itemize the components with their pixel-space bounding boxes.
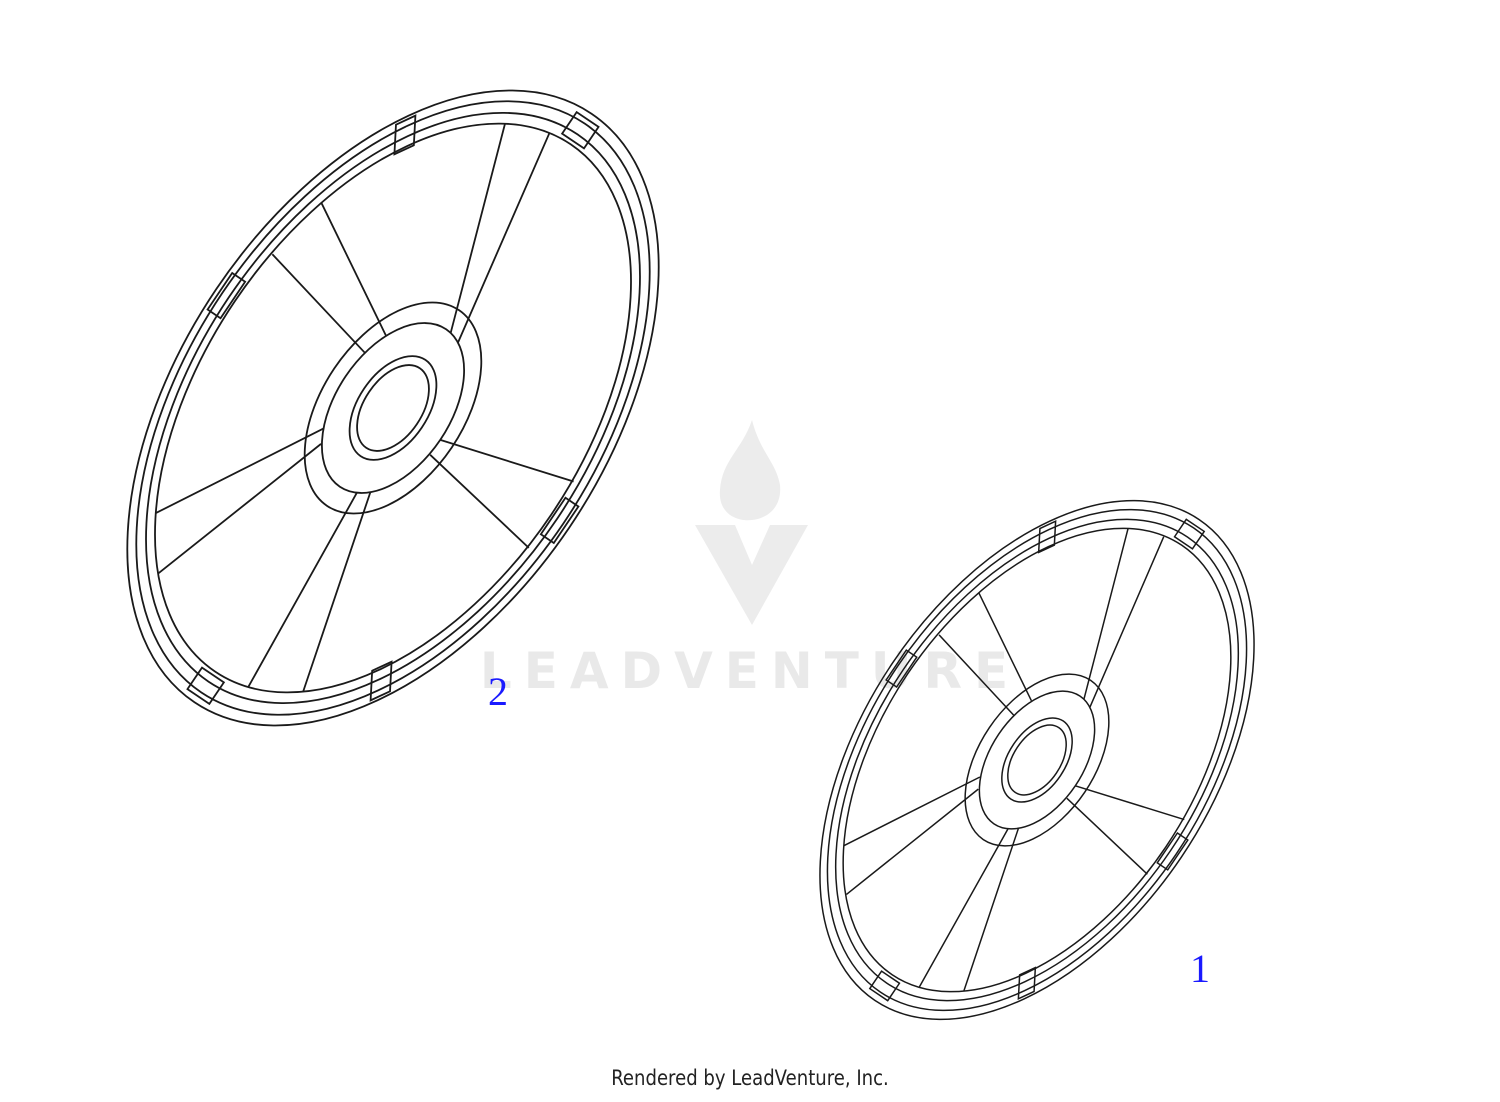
callout-2[interactable]: 2 [488, 669, 508, 714]
center-cap-outer [332, 340, 455, 475]
rim-edge [31, 9, 756, 808]
face-edge [763, 458, 1310, 1061]
face-edge [57, 38, 729, 779]
spokes [770, 463, 1309, 1057]
rim-edge [741, 434, 1333, 1086]
rim-inner [753, 447, 1321, 1074]
rim-tabs [25, 3, 760, 814]
outer-rim [731, 422, 1344, 1097]
rim-tabs [738, 430, 1336, 1089]
center-cap-outer [987, 705, 1086, 814]
center-cap [996, 715, 1078, 806]
hub-ring [293, 297, 494, 518]
hubcap-part-2[interactable] [18, 0, 768, 821]
rim-inner [44, 24, 741, 793]
watermark-text: LEADVENTURE [480, 642, 1020, 700]
outer-rim [18, 0, 768, 821]
leadventure-watermark: LEADVENTURE [480, 420, 1020, 700]
hub-ring-outer [936, 648, 1139, 872]
render-credit: Rendered by LeadVenture, Inc. [611, 1066, 889, 1090]
hub-ring-outer [268, 271, 517, 546]
flame-logo-mark [719, 420, 781, 521]
callout-1[interactable]: 1 [1190, 946, 1210, 991]
v-logo-mark [695, 525, 808, 625]
hubcap-part-1[interactable] [731, 422, 1344, 1097]
spokes [64, 43, 727, 774]
center-cap [342, 352, 443, 464]
hub-ring [956, 670, 1119, 849]
